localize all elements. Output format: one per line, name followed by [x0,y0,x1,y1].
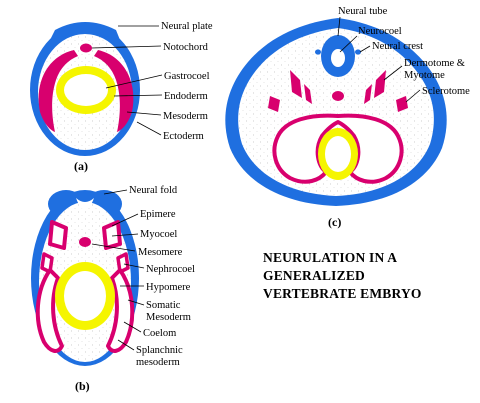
panel-label-b: (b) [75,379,90,393]
leaders-c [337,16,421,103]
label-endoderm: Endoderm [164,91,208,102]
dermomyotome-right [374,70,386,98]
caption-line-3: VERTEBRATE EMBRYO [263,286,422,301]
gut-lumen-b [64,271,106,321]
label-splanchnic-mesoderm: mesoderm [136,357,180,368]
label-gastrocoel: Gastrocoel [164,71,210,82]
neurocoel [331,49,345,67]
label-somatic-mesoderm: Mesoderm [146,312,191,323]
label-myotome: Myotome [404,70,445,81]
label-splanchnic: Splanchnic [136,345,183,356]
gastrocoel-a [64,74,108,106]
label-neural-crest: Neural crest [372,41,423,52]
neural-crest-right [355,49,361,55]
neural-groove [76,198,94,210]
hypomere-right [106,268,135,353]
mesoderm-a-left [38,50,78,132]
labels-a: Neural plate Notochord Gastrocoel Endode… [74,21,213,173]
figure-caption: NEURULATION IN A GENERALIZED VERTEBRATE … [263,250,422,301]
notochord-c [332,91,344,101]
label-hypomere: Hypomere [146,282,191,293]
label-myocoel: Myocoel [140,229,177,240]
epimere-right [102,220,122,250]
label-somatic: Somatic [146,300,181,311]
dermomyotome-left [290,70,302,98]
panel-a-embryo [30,22,140,156]
label-neural-tube: Neural tube [338,6,388,17]
label-neurocoel: Neurocoel [358,26,402,37]
labels-c: Neural tube Neurocoel Neural crest Dermo… [328,6,470,229]
label-sclerotome: Sclerotome [422,86,470,97]
epimere-left [48,220,68,250]
notochord-b [79,237,91,247]
labels-b: Neural fold Epimere Myocoel Mesomere Nep… [75,185,195,393]
label-dermotome: Dermotome & [404,58,465,69]
mesoderm-a-right [94,50,134,132]
gut-lumen-c [325,136,351,172]
label-coelom: Coelom [143,328,176,339]
neural-crest-left [315,49,321,55]
leaders-b [91,189,145,351]
neural-plate [50,22,120,40]
panel-label-a: (a) [74,159,88,173]
dermomyotome-left-2 [304,84,312,104]
lateral-plate-c [272,113,404,184]
caption-line-2: GENERALIZED [263,268,365,283]
hypomere-left [35,268,64,353]
label-mesoderm: Mesoderm [163,111,208,122]
panel-c-embryo [225,18,447,206]
label-neural-plate: Neural plate [161,21,213,32]
label-mesomere: Mesomere [138,247,183,258]
sclerotome-right [396,96,408,112]
label-nephrocoel: Nephrocoel [146,264,195,275]
panel-b-embryo [31,190,139,366]
label-notochord: Notochord [163,42,209,53]
sclerotome-left [268,96,280,112]
leaders-a [91,25,163,136]
label-ectoderm: Ectoderm [163,131,204,142]
notochord-a [80,43,92,53]
dermomyotome-right-2 [364,84,372,104]
label-epimere: Epimere [140,209,176,220]
panel-label-c: (c) [328,215,341,229]
caption-line-1: NEURULATION IN A [263,250,397,265]
label-neural-fold: Neural fold [129,185,178,196]
